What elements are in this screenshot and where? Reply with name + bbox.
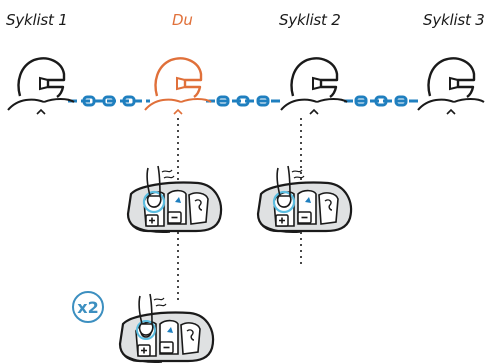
- helmet-icon: [280, 57, 348, 115]
- chain-link-icon: [344, 95, 420, 107]
- helmet-icon: [7, 57, 75, 115]
- chain-link-icon: [206, 95, 284, 107]
- intercom-device-icon: [126, 165, 223, 234]
- rider-label-2: Syklist 2: [279, 11, 341, 29]
- rider-label-you: Du: [172, 11, 193, 29]
- rider-label-3: Syklist 3: [423, 11, 485, 29]
- intercom-device-icon: [256, 165, 353, 234]
- chain-link-icon: [68, 95, 150, 107]
- helmet-icon-you: [144, 57, 212, 115]
- press-count-label: x2: [77, 298, 98, 317]
- rider-label-1: Syklist 1: [6, 11, 68, 29]
- press-count-badge: x2: [72, 291, 104, 323]
- intercom-device-icon: [118, 293, 215, 364]
- helmet-icon: [417, 57, 485, 115]
